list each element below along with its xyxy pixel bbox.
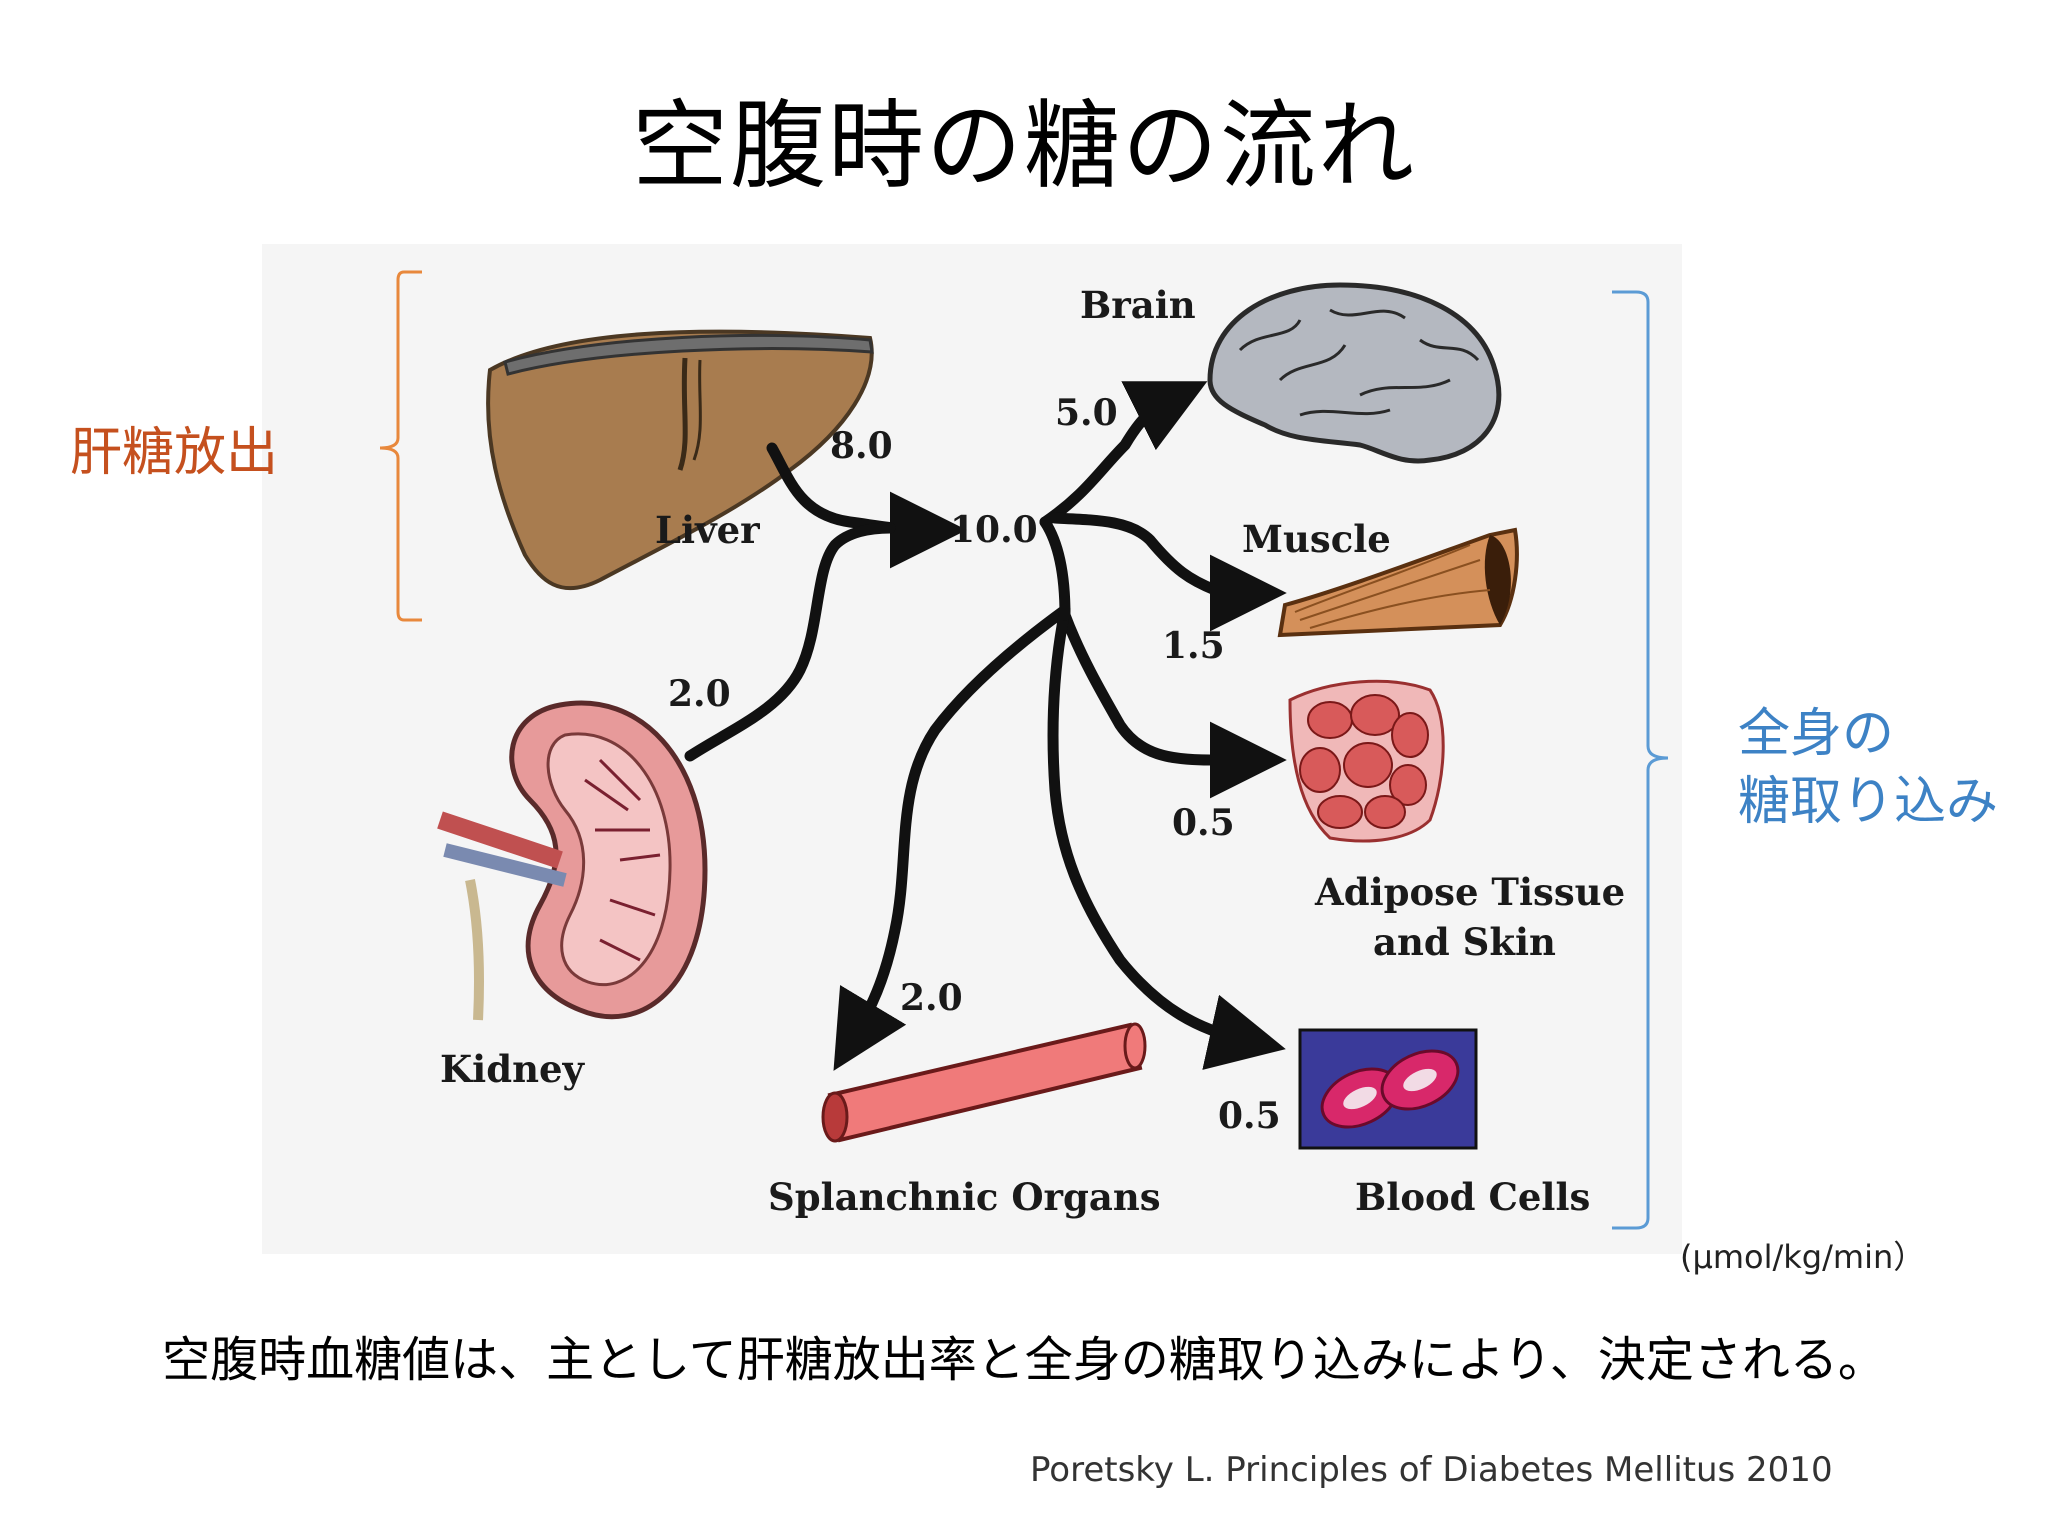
label-adipose-line1: Adipose Tissue bbox=[1314, 870, 1625, 914]
unit-label: (µmol/kg/min） bbox=[1680, 1238, 1926, 1276]
blood-cells-illustration bbox=[1298, 1028, 1478, 1150]
label-muscle: Muscle bbox=[1242, 517, 1391, 561]
whole-body-uptake-line2: 糖取り込み bbox=[1738, 772, 1999, 832]
right-bracket bbox=[1612, 290, 1669, 1230]
adipose-illustration bbox=[1288, 679, 1445, 843]
rate-kidney: 2.0 bbox=[668, 673, 731, 715]
arrow-liver-to-total bbox=[766, 442, 967, 569]
slide-title: 空腹時の糖の流れ bbox=[632, 90, 1416, 202]
label-adipose-line2: and Skin bbox=[1373, 920, 1556, 964]
splanchnic-vessel-illustration bbox=[821, 1022, 1147, 1143]
arrow-total-to-adipose bbox=[1059, 609, 1287, 799]
rate-muscle: 1.5 bbox=[1162, 625, 1225, 667]
rate-adipose: 0.5 bbox=[1172, 802, 1235, 844]
source-citation: Poretsky L. Principles of Diabetes Melli… bbox=[1030, 1450, 1833, 1490]
arrow-trunk bbox=[1039, 516, 1071, 621]
label-blood-cells: Blood Cells bbox=[1355, 1175, 1590, 1219]
label-liver: Liver bbox=[655, 508, 760, 552]
liver-illustration bbox=[486, 329, 874, 591]
rate-splanchnic: 2.0 bbox=[900, 977, 963, 1019]
left-bracket bbox=[379, 270, 422, 622]
muscle-illustration bbox=[1277, 527, 1519, 638]
hepatic-glucose-output-label: 肝糖放出 bbox=[70, 423, 279, 483]
rate-liver: 8.0 bbox=[830, 425, 893, 467]
whole-body-uptake-label: 全身の 糖取り込み bbox=[1738, 700, 1998, 836]
whole-body-uptake-line1: 全身の bbox=[1738, 704, 1895, 764]
arrow-total-to-brain bbox=[1039, 381, 1208, 528]
caption: 空腹時血糖値は、主として肝糖放出率と全身の糖取り込みにより、決定される。 bbox=[162, 1332, 1886, 1388]
rate-brain: 5.0 bbox=[1055, 392, 1118, 434]
kidney-illustration bbox=[437, 700, 708, 1021]
label-brain: Brain bbox=[1080, 283, 1196, 327]
arrow-total-to-muscle bbox=[1049, 512, 1287, 632]
arrow-total-to-splanchnic bbox=[833, 604, 1071, 1071]
brain-illustration bbox=[1207, 282, 1502, 464]
arrow-total-to-blood-cells bbox=[1047, 604, 1286, 1070]
arrow-kidney-to-total bbox=[684, 522, 896, 762]
rate-total: 10.0 bbox=[950, 509, 1038, 551]
label-splanchnic: Splanchnic Organs bbox=[768, 1175, 1161, 1219]
label-kidney: Kidney bbox=[440, 1047, 586, 1091]
rate-blood-cells: 0.5 bbox=[1218, 1095, 1281, 1137]
